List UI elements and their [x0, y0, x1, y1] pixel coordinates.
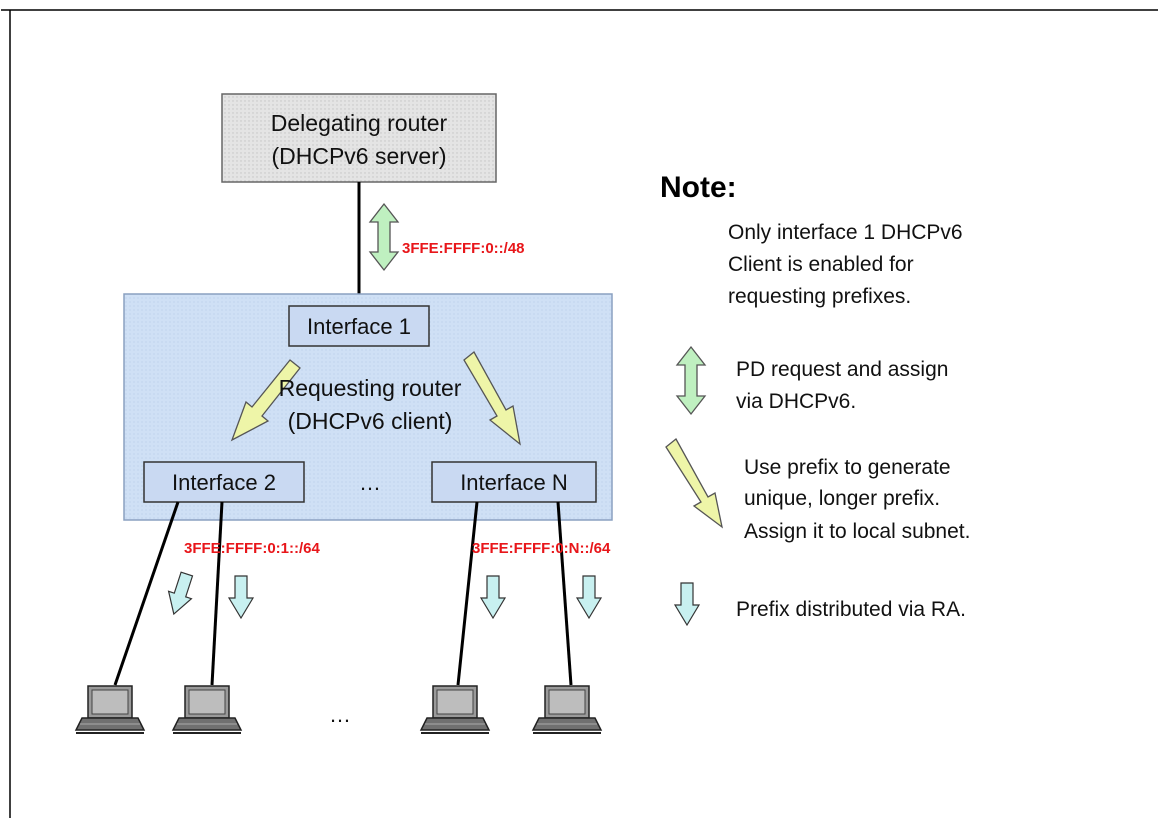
legend: Note: Only interface 1 DHCPv6 Client is … [660, 171, 970, 626]
cable-host-4 [556, 501, 573, 686]
delegating-router-sublabel: (DHCPv6 server) [271, 143, 446, 169]
delegated-prefix-label: 3FFE:FFFF:0::/48 [402, 240, 525, 257]
ra-arrow-3-icon [480, 575, 506, 619]
interface-n: Interface N [431, 461, 597, 503]
legend-double-arrow-icon [675, 345, 707, 416]
yellow-arrow-left-icon [230, 359, 301, 442]
interface-2-label: Interface 2 [172, 470, 276, 495]
delegating-router-label: Delegating router [271, 110, 448, 136]
cable-host-2 [210, 501, 224, 686]
yellow-arrow-right-icon [463, 351, 521, 446]
note-line-3: requesting prefixes. [728, 285, 911, 308]
host-laptop-2-icon [172, 685, 242, 734]
legend-yellow-line-1: Use prefix to generate [744, 456, 951, 479]
host-ellipsis: … [329, 702, 351, 727]
host-laptop-3-icon [420, 685, 490, 734]
interface-2: Interface 2 [143, 461, 305, 503]
host-laptop-4-icon [532, 685, 602, 734]
cable-host-3 [456, 501, 479, 686]
legend-yellow-line-3: Assign it to local subnet. [744, 520, 970, 543]
interface-ellipsis: … [359, 470, 381, 495]
note-line-2: Client is enabled for [728, 253, 914, 276]
pd-double-arrow-icon [368, 202, 400, 272]
subnet-n-prefix-label: 3FFE:FFFF:0:N::/64 [472, 540, 611, 557]
interface-1-label: Interface 1 [307, 314, 411, 339]
cable-host-1 [113, 501, 180, 686]
interface-n-label: Interface N [460, 470, 568, 495]
requesting-router-label: Requesting router [279, 375, 462, 401]
note-line-1: Only interface 1 DHCPv6 [728, 221, 963, 244]
subnet-1-prefix-label: 3FFE:FFFF:0:1::/64 [184, 540, 320, 557]
host-laptop-1-icon [75, 685, 145, 734]
note-title: Note: [660, 171, 737, 204]
ra-arrow-4-icon [576, 575, 602, 619]
ra-arrow-2-icon [228, 575, 254, 619]
legend-cyan-line-1: Prefix distributed via RA. [736, 598, 966, 621]
legend-yellow-line-2: unique, longer prefix. [744, 487, 940, 510]
requesting-router-sublabel: (DHCPv6 client) [288, 408, 453, 434]
legend-green-line-1: PD request and assign [736, 358, 948, 381]
legend-green-line-2: via DHCPv6. [736, 390, 856, 413]
ra-arrow-1-icon [161, 569, 199, 619]
legend-down-arrow-icon [674, 582, 700, 626]
legend-diagonal-arrow-icon [665, 438, 723, 529]
interface-1: Interface 1 [288, 305, 430, 347]
delegating-router: Delegating router (DHCPv6 server) [221, 93, 497, 183]
